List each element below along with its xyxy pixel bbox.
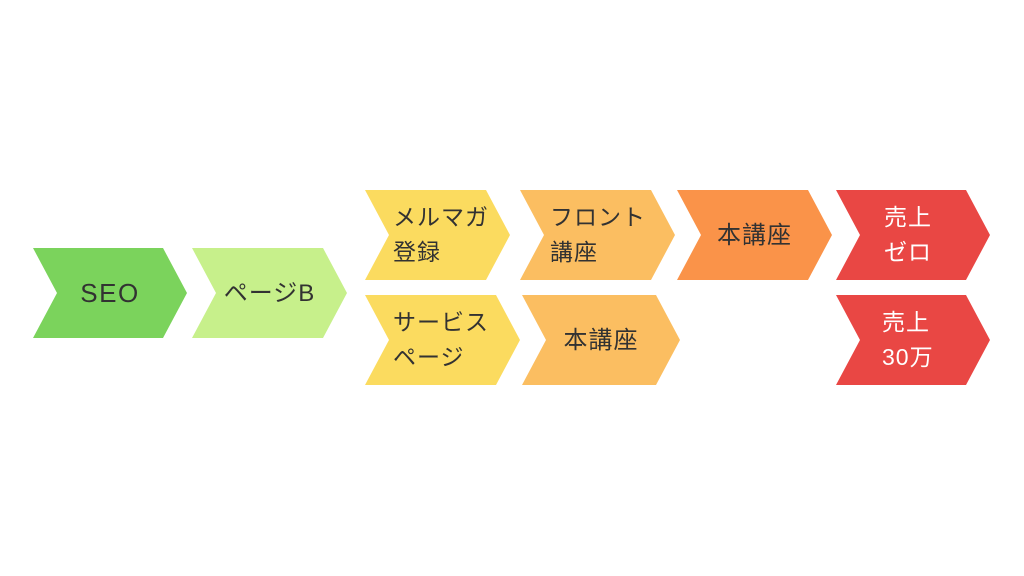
arrow-label: フロント <box>550 204 646 230</box>
chevron-page-b: ページB <box>192 248 347 338</box>
arrow-label: 登録 <box>393 239 441 265</box>
arrow-label: ページ <box>393 344 465 370</box>
arrow-label: サービス <box>393 309 489 335</box>
arrow-label: 売上 <box>884 204 932 230</box>
arrow-label: 本講座 <box>563 326 639 354</box>
arrow-label: ゼロ <box>884 239 932 265</box>
chevron-main-course-bottom: 本講座 <box>522 295 680 385</box>
chevron-sales-zero: 売上 ゼロ <box>836 190 990 280</box>
arrow-label: 売上 <box>882 309 930 335</box>
arrow-label: ページB <box>223 279 316 307</box>
chevron-service-page: サービス ページ <box>365 295 520 385</box>
arrow-label: メルマガ <box>393 204 489 230</box>
chevron-main-course-top: 本講座 <box>677 190 832 280</box>
chevron-seo: SEO <box>33 248 187 338</box>
arrow-label: 本講座 <box>717 221 792 249</box>
arrow-label: 30万 <box>882 344 934 370</box>
arrow-label: 講座 <box>550 239 598 265</box>
chevron-sales-300k: 売上 30万 <box>836 295 990 385</box>
chevron-mailmag-signup: メルマガ 登録 <box>365 190 510 280</box>
chevron-front-course: フロント 講座 <box>520 190 675 280</box>
arrow-label: SEO <box>80 277 140 308</box>
